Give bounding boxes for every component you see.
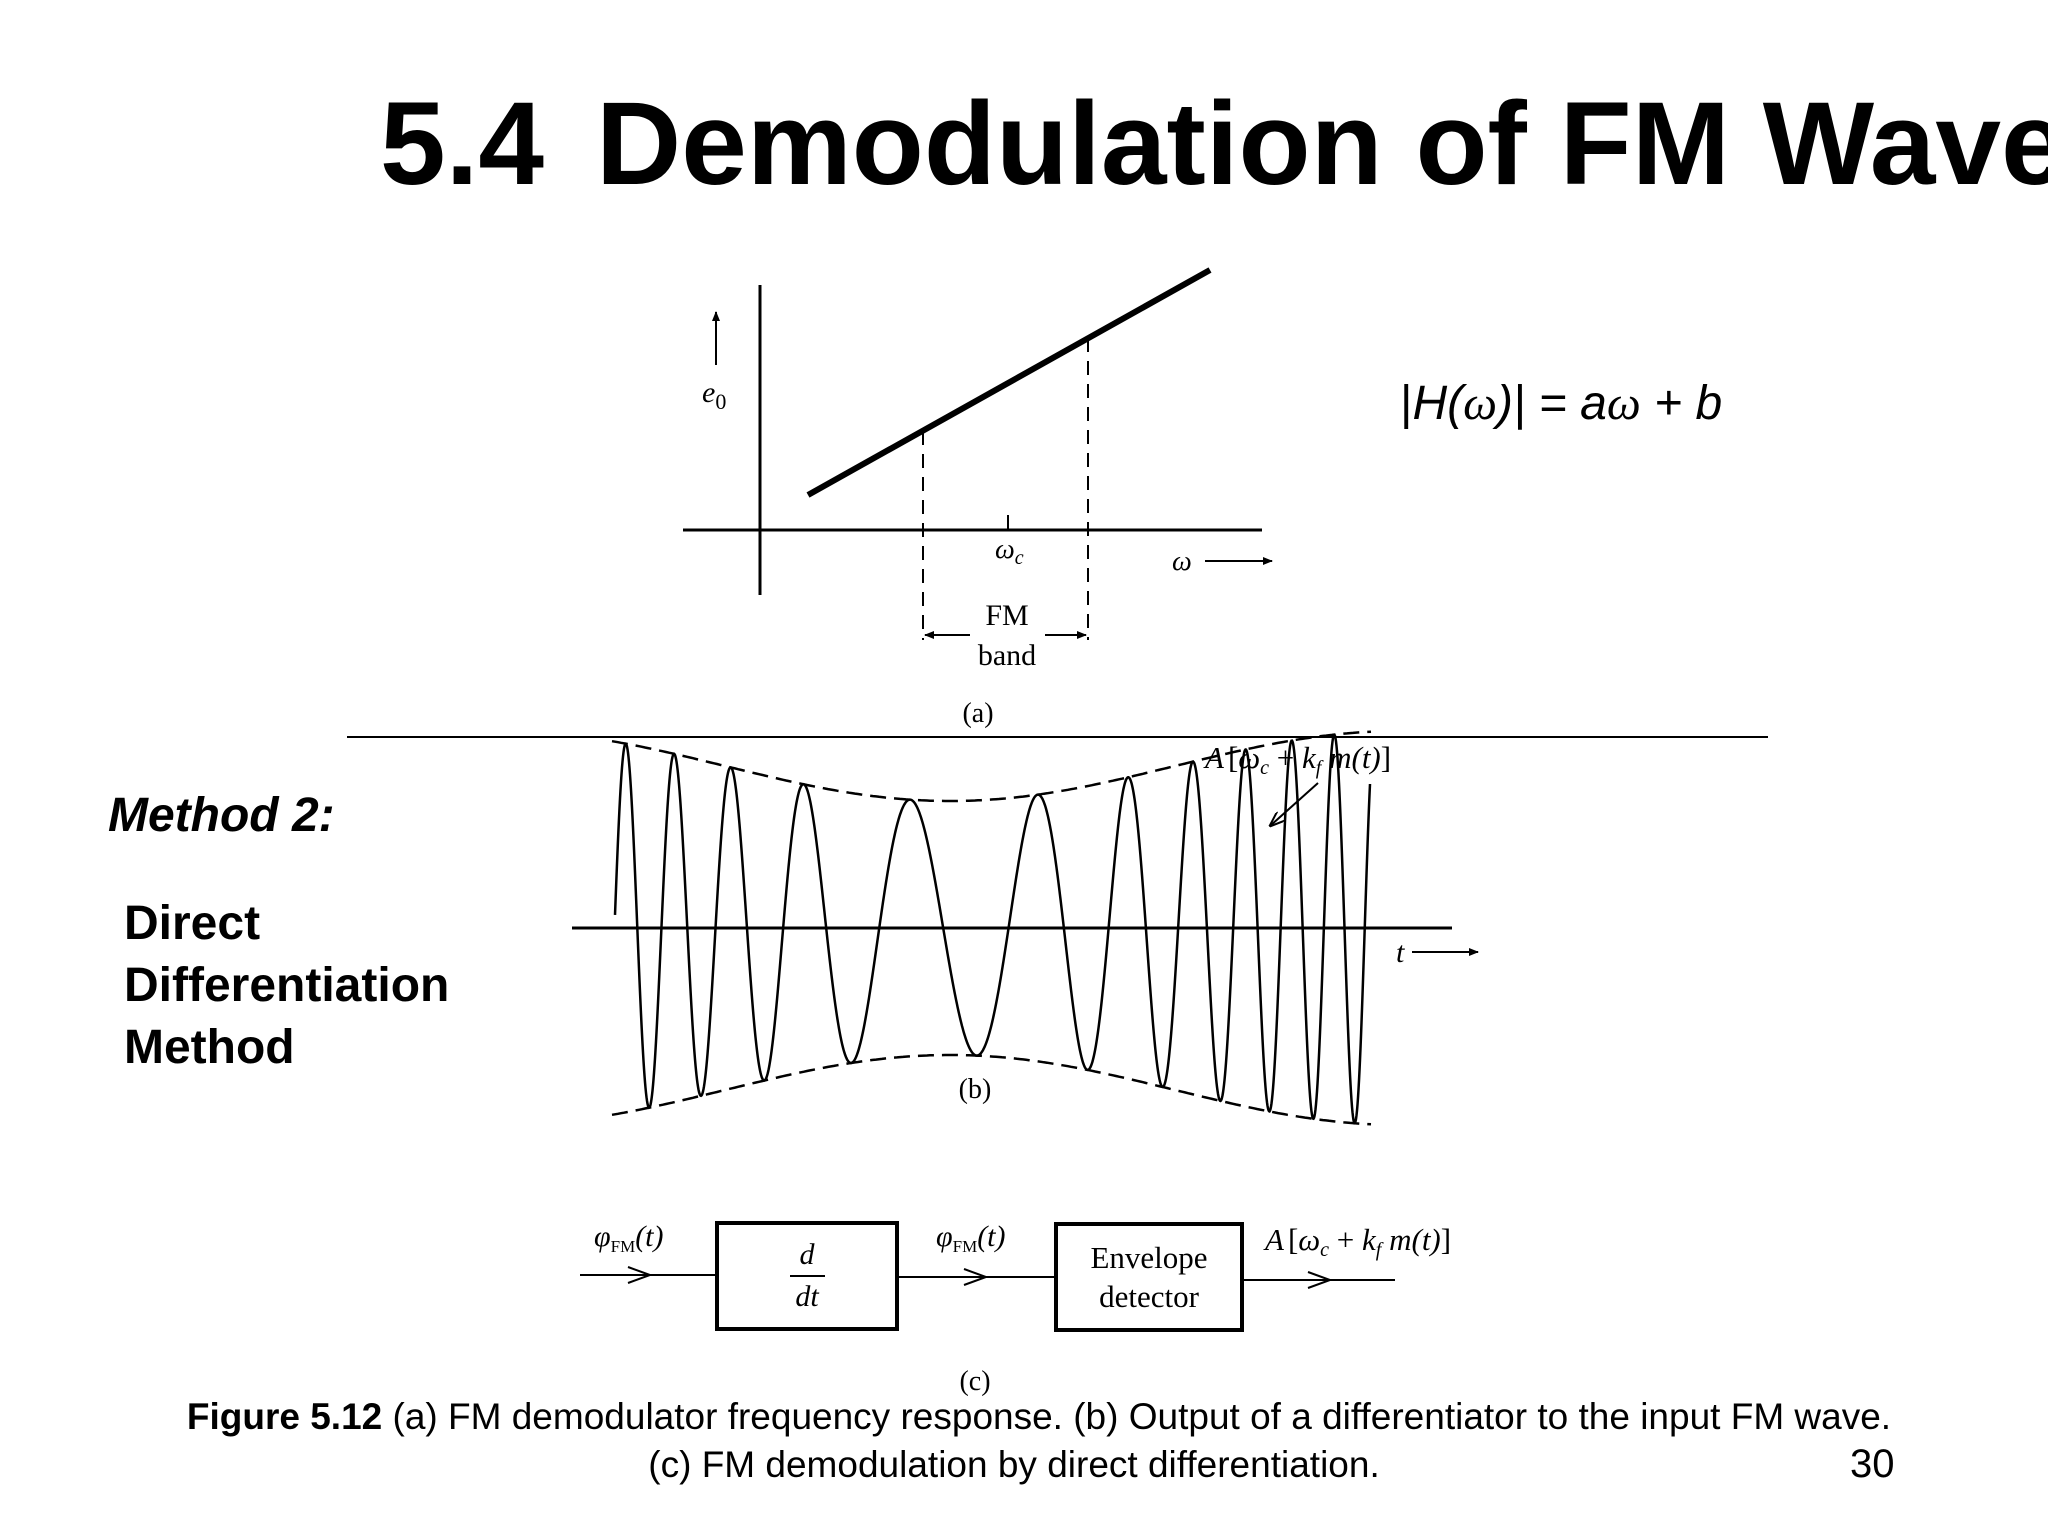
fm-waveform xyxy=(613,733,1372,1125)
differentiator-denominator: dt xyxy=(795,1280,819,1313)
panel-b-label: (b) xyxy=(959,1074,992,1105)
title-text: Demodulation of FM Wave xyxy=(596,78,2048,210)
output-signal-label: A[ωc + kf m(t)] xyxy=(1263,1222,1451,1261)
envelope-pointer-arrow xyxy=(1270,782,1319,826)
caption-figure-number: Figure 5.12 xyxy=(186,1396,383,1437)
middle-signal-label: φFM(t) xyxy=(936,1220,1006,1256)
response-line xyxy=(806,267,1212,498)
panel-c-label: (c) xyxy=(959,1366,990,1397)
omega-c-label: ωc xyxy=(995,534,1024,569)
omega-axis-label: ω xyxy=(1172,546,1192,577)
method-name: Direct Differentiation Method xyxy=(124,893,449,1079)
envelope-detector-label-2: detector xyxy=(1099,1279,1200,1314)
method-name-line: Method xyxy=(124,1021,295,1074)
method-name-line: Differentiation xyxy=(124,959,450,1012)
envelope-top xyxy=(611,730,1372,803)
caption-line-2: (c) FM demodulation by direct differenti… xyxy=(648,1444,1380,1485)
envelope-detector-block xyxy=(1054,1222,1244,1332)
page-number: 30 xyxy=(1850,1442,1895,1486)
figure-caption: Figure 5.12 (a) FM demodulator frequency… xyxy=(0,1393,2048,1489)
panel-a-label: (a) xyxy=(962,698,993,729)
input-arrowhead xyxy=(627,1266,653,1284)
input-signal-label: φFM(t) xyxy=(594,1220,664,1256)
method-label: Method 2: xyxy=(108,789,335,842)
method-name-line: Direct xyxy=(124,897,261,950)
output-arrowhead xyxy=(1307,1271,1333,1289)
figure-c: φFM(t) d dt φFM(t) Envelope detector A[ω… xyxy=(580,1220,1451,1397)
figure-a: e0 ωc ω FM band (a) xyxy=(683,267,1273,729)
caption-line-1: Figure 5.12 (a) FM demodulator frequency… xyxy=(186,1396,1892,1437)
band-label-fm: FM xyxy=(985,599,1028,632)
figure-b: A[ωc + kf m(t)] t (b) xyxy=(572,730,1479,1126)
envelope-detector-label-1: Envelope xyxy=(1090,1240,1207,1275)
section-number: 5.4 xyxy=(380,78,545,210)
band-label-band: band xyxy=(978,639,1036,672)
envelope-label: A[ωc + kf m(t)] xyxy=(1203,740,1391,779)
differentiator-numerator: d xyxy=(800,1238,816,1271)
e0-label: e0 xyxy=(702,376,726,414)
time-axis-label: t xyxy=(1396,936,1405,969)
transfer-function-formula: |H(ω)| = aω + b xyxy=(1400,377,1723,430)
envelope-bottom xyxy=(611,1053,1372,1126)
middle-arrowhead xyxy=(963,1268,989,1286)
